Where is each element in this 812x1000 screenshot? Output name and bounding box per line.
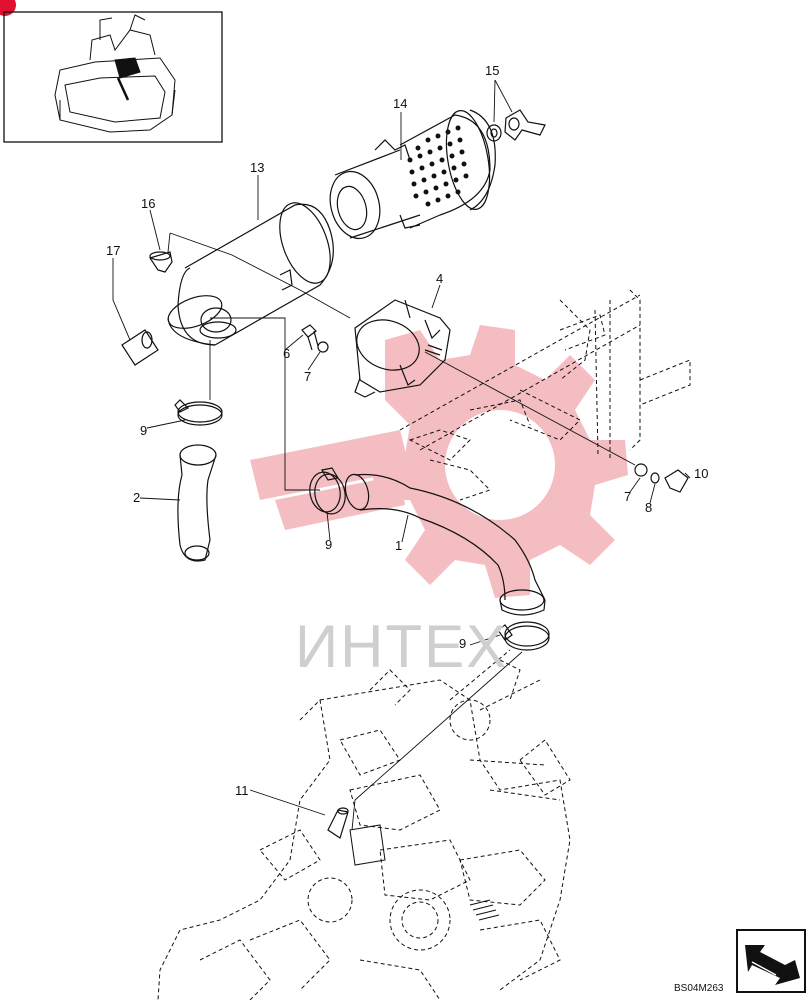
inset-locator-icon	[54, 14, 176, 133]
wing-bolt-10	[664, 469, 689, 493]
cap-16	[149, 251, 173, 273]
callout-15: 15	[485, 63, 500, 78]
drawing-code: BS04M263	[674, 983, 724, 994]
hose-clamp-middle	[309, 467, 346, 515]
filter-element	[329, 109, 496, 240]
inset-frame	[3, 11, 223, 143]
washer-7-upper	[317, 341, 329, 353]
callout-16: 16	[141, 196, 156, 211]
engine-solid-parts	[349, 824, 500, 921]
callout-7-lower: 7	[624, 489, 632, 504]
bolt-6	[301, 324, 319, 351]
leader-lines	[112, 79, 691, 831]
callout-9-lower: 9	[459, 636, 467, 651]
washer-8	[650, 472, 660, 484]
phantom-engine	[157, 649, 571, 1000]
phantom-frame	[399, 289, 691, 501]
watermark-gear-icon	[250, 325, 628, 598]
callout-4: 4	[436, 271, 444, 286]
air-cleaner-housing	[177, 202, 334, 346]
hose-clamp-lower	[497, 621, 550, 651]
callout-7-upper: 7	[304, 369, 312, 384]
outlet-elbow	[167, 295, 237, 346]
callout-14: 14	[393, 96, 408, 111]
callout-8: 8	[645, 500, 653, 515]
callout-17: 17	[106, 243, 121, 258]
hose-2	[177, 444, 217, 562]
callout-10: 10	[694, 466, 709, 481]
callout-9-upper: 9	[140, 423, 148, 438]
hose-1	[344, 473, 546, 616]
dust-valve-17	[121, 329, 159, 366]
filter-perforations	[407, 125, 469, 207]
callout-6: 6	[283, 346, 291, 361]
fitting-11	[327, 807, 349, 839]
wing-nut-assembly	[486, 109, 546, 142]
washer-7-lower	[634, 463, 648, 477]
callout-1: 1	[395, 538, 403, 553]
callout-11: 11	[235, 783, 249, 798]
watermark-text: ИНТЕХ	[295, 613, 509, 680]
callout-13: 13	[250, 160, 265, 175]
navigation-arrow-icon	[736, 929, 806, 993]
callout-9-middle: 9	[325, 537, 333, 552]
callout-2: 2	[133, 490, 141, 505]
hose-clamp-upper	[174, 399, 223, 426]
line-art	[121, 109, 689, 839]
mounting-bracket	[354, 299, 451, 398]
